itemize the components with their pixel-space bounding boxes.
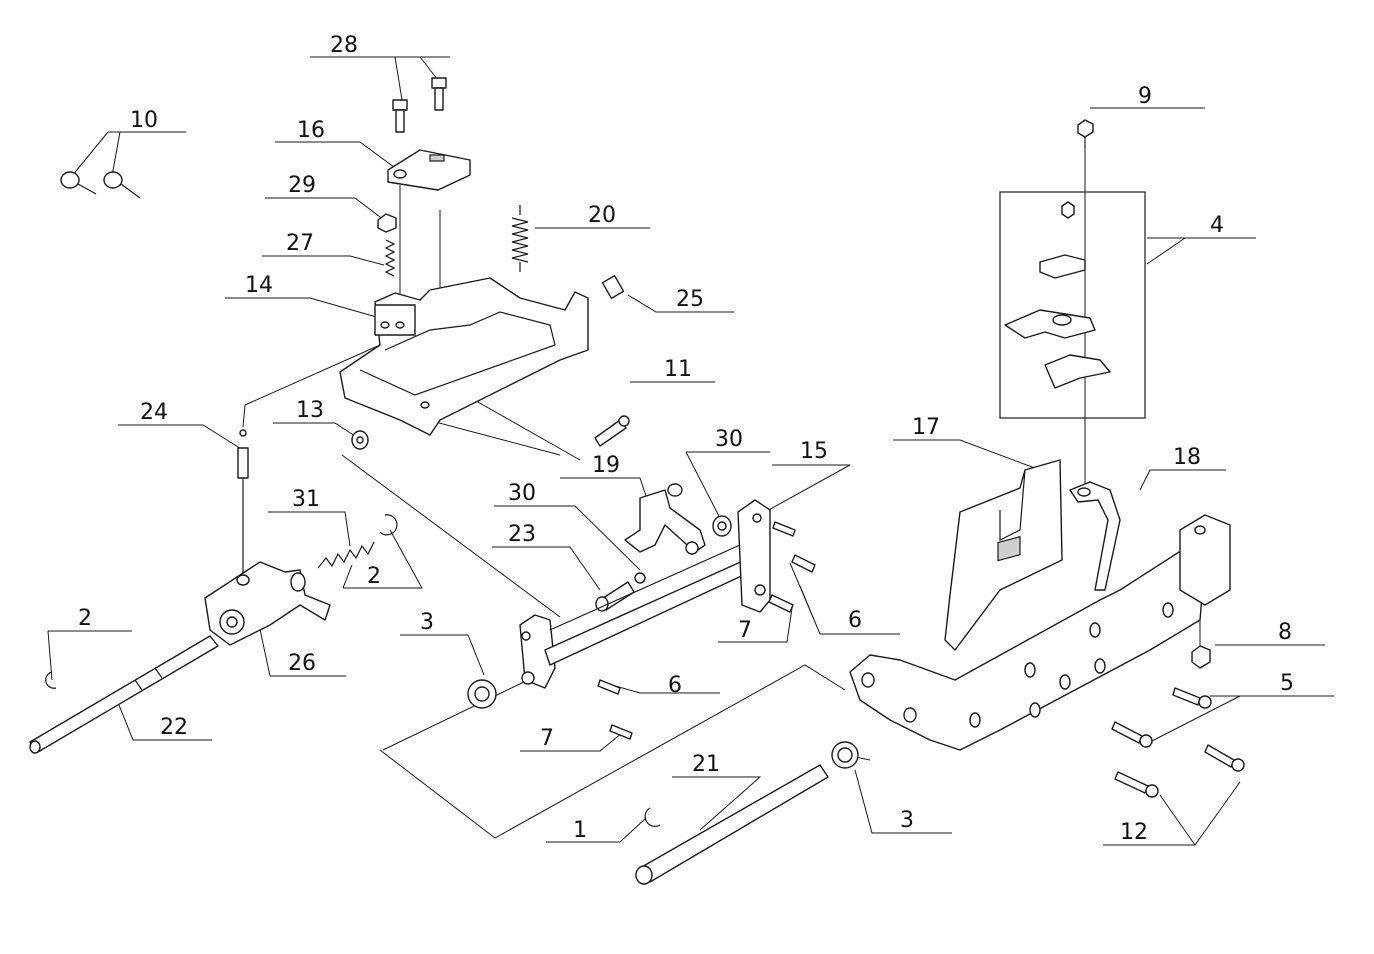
callout-18: 18	[1173, 445, 1201, 470]
callout-6-right: 6	[848, 608, 862, 633]
part-main-bracket	[849, 544, 1206, 751]
part-nut-29	[377, 213, 397, 233]
callout-24: 24	[140, 400, 168, 425]
part-spring-27	[384, 239, 396, 277]
part-washer-30-lower	[634, 572, 646, 584]
part-nut-8	[1191, 645, 1211, 669]
part-frame-14	[339, 277, 589, 436]
callout-9: 9	[1138, 84, 1152, 109]
callout-30-upper: 30	[715, 427, 743, 452]
part-assembly-4-box	[999, 191, 1146, 419]
part-bracket-18	[1069, 481, 1231, 606]
callout-5: 5	[1280, 671, 1294, 696]
callout-16: 16	[297, 118, 325, 143]
callout-27: 27	[286, 231, 314, 256]
callout-19: 19	[592, 453, 620, 478]
part-shaft-22	[29, 635, 219, 754]
part-washer-30-upper	[712, 515, 732, 537]
part-washer-3-left	[467, 679, 497, 709]
callout-22: 22	[160, 715, 188, 740]
callout-labels: 28 10 16 29 27 14 20 25 24 13 11 30 15 1…	[78, 33, 1294, 845]
callout-13: 13	[296, 398, 324, 423]
callout-3-left: 3	[420, 610, 434, 635]
callout-3-right: 3	[900, 808, 914, 833]
callout-7-right: 7	[738, 618, 752, 643]
callout-17: 17	[912, 415, 940, 440]
part-lever-19	[624, 483, 706, 555]
part-eclip-1	[644, 807, 661, 827]
part-screws-10	[60, 171, 141, 199]
part-washer-3-right	[831, 741, 859, 769]
part-block-26	[204, 561, 331, 646]
part-bracket-16	[387, 149, 471, 191]
callout-1: 1	[573, 818, 587, 843]
part-eclip-2-right	[379, 514, 398, 536]
part-shaft-21	[635, 764, 829, 885]
callout-2-left: 2	[78, 606, 92, 631]
callout-28: 28	[330, 33, 358, 58]
part-rod-24	[237, 429, 249, 580]
part-pin-25	[601, 275, 625, 299]
part-pin-11	[594, 415, 630, 447]
part-washer-13	[351, 430, 369, 450]
callout-21: 21	[692, 752, 720, 777]
callout-30-lower: 30	[508, 481, 536, 506]
callout-10: 10	[130, 108, 158, 133]
part-setscrews-6-7	[597, 521, 816, 740]
callout-31: 31	[292, 487, 320, 512]
part-spring-20	[511, 205, 529, 272]
callout-12: 12	[1120, 820, 1148, 845]
callout-23: 23	[508, 522, 536, 547]
callout-15: 15	[800, 439, 828, 464]
part-spring-31	[317, 541, 375, 569]
callout-26: 26	[288, 651, 316, 676]
callout-2-right: 2	[367, 564, 381, 589]
part-eclip-2-left	[45, 671, 57, 689]
part-screw-9	[1077, 119, 1094, 148]
part-bracket-15	[519, 499, 771, 689]
callout-20: 20	[588, 203, 616, 228]
part-screws-28	[392, 77, 447, 133]
part-screws-5-12	[1111, 687, 1245, 798]
callout-8: 8	[1278, 620, 1292, 645]
callout-25: 25	[676, 287, 704, 312]
callout-4: 4	[1210, 213, 1224, 238]
callout-7-left: 7	[540, 726, 554, 751]
callout-11: 11	[664, 357, 692, 382]
callout-14: 14	[245, 273, 273, 298]
leader-lines	[47, 56, 1334, 846]
part-plate-17	[944, 459, 1063, 651]
callout-6-left: 6	[668, 673, 682, 698]
callout-29: 29	[288, 173, 316, 198]
